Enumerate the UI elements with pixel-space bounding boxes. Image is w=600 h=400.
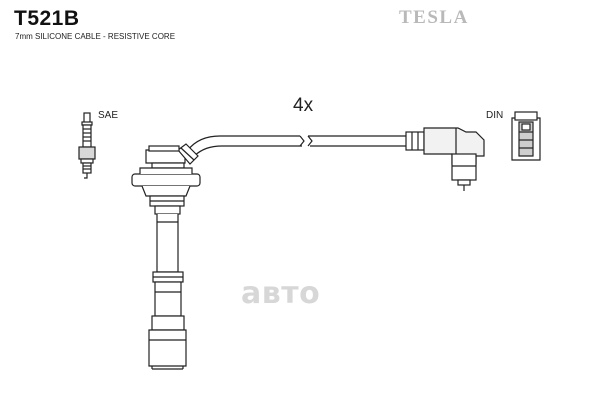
watermark: авто xyxy=(241,276,321,311)
brand-logo: TESLA xyxy=(399,7,469,28)
cable xyxy=(187,135,406,157)
part-code: T521B xyxy=(14,7,80,30)
plug-boot xyxy=(405,127,485,191)
coil-boot xyxy=(131,143,201,370)
quantity-label: 4x xyxy=(293,95,314,116)
spark-plug-icon xyxy=(78,112,96,179)
din-terminal-icon xyxy=(511,111,541,161)
cable-spec: 7mm SILICONE CABLE - RESISTIVE CORE xyxy=(15,32,176,41)
din-label: DIN xyxy=(486,110,504,121)
sae-label: SAE xyxy=(98,110,119,121)
